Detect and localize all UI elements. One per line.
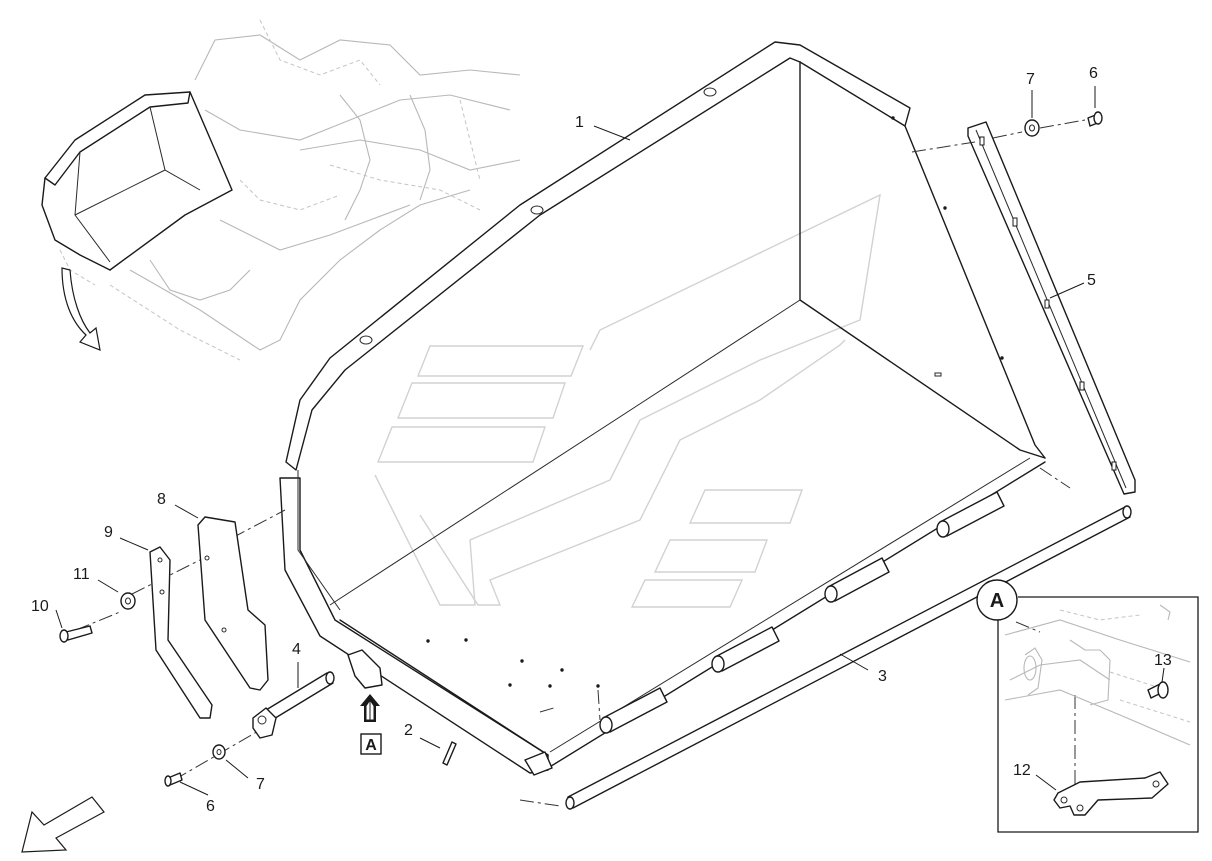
callout-10: 10	[31, 598, 49, 615]
callout-7-upper: 7	[1026, 71, 1035, 88]
view-a-marker-label: A	[365, 737, 377, 754]
washer-7-lower	[212, 744, 226, 760]
edge-strip	[967, 121, 1136, 495]
washer-11	[120, 592, 136, 610]
callout-7-lower: 7	[256, 776, 265, 793]
hopper-body	[279, 41, 1046, 776]
removal-arrow-icon	[61, 267, 101, 351]
callout-5: 5	[1087, 272, 1096, 289]
direction-arrow-icon	[21, 796, 105, 853]
callout-11: 11	[73, 566, 90, 583]
view-a-marker-box: A	[360, 733, 382, 755]
watermark-logo	[374, 193, 881, 608]
roller-shaft	[565, 491, 1132, 810]
bolt-10	[59, 625, 93, 643]
callout-13: 13	[1154, 652, 1172, 669]
callout-numbers: 1 2 3 4 5 6 6 7 7 8 9 11 10 12 13	[31, 65, 1172, 815]
callout-4: 4	[292, 641, 301, 658]
assembly-center-lines	[75, 119, 1086, 807]
bolt-6-upper	[1087, 111, 1103, 127]
bolt-6-lower	[164, 772, 183, 787]
callout-9: 9	[104, 524, 113, 541]
callout-8: 8	[157, 491, 166, 508]
callout-6-lower: 6	[206, 798, 215, 815]
leader-lines	[55, 86, 1165, 796]
side-plate	[197, 516, 269, 691]
cotter-pin-2	[442, 741, 457, 766]
context-chassis-view	[41, 19, 521, 361]
callout-1: 1	[575, 114, 584, 131]
washer-7-upper	[1024, 119, 1040, 137]
view-a-direction-arrow-icon	[360, 694, 380, 722]
callout-6-upper: 6	[1089, 65, 1098, 82]
callout-2: 2	[404, 722, 413, 739]
callout-12: 12	[1013, 762, 1031, 779]
detail-view-a: A	[976, 579, 1199, 833]
callout-3: 3	[878, 668, 887, 685]
view-a-label: A	[990, 590, 1004, 612]
view-a-label-circle	[976, 579, 1018, 621]
pivot-pin	[252, 671, 335, 739]
bracket-arm	[149, 546, 213, 719]
